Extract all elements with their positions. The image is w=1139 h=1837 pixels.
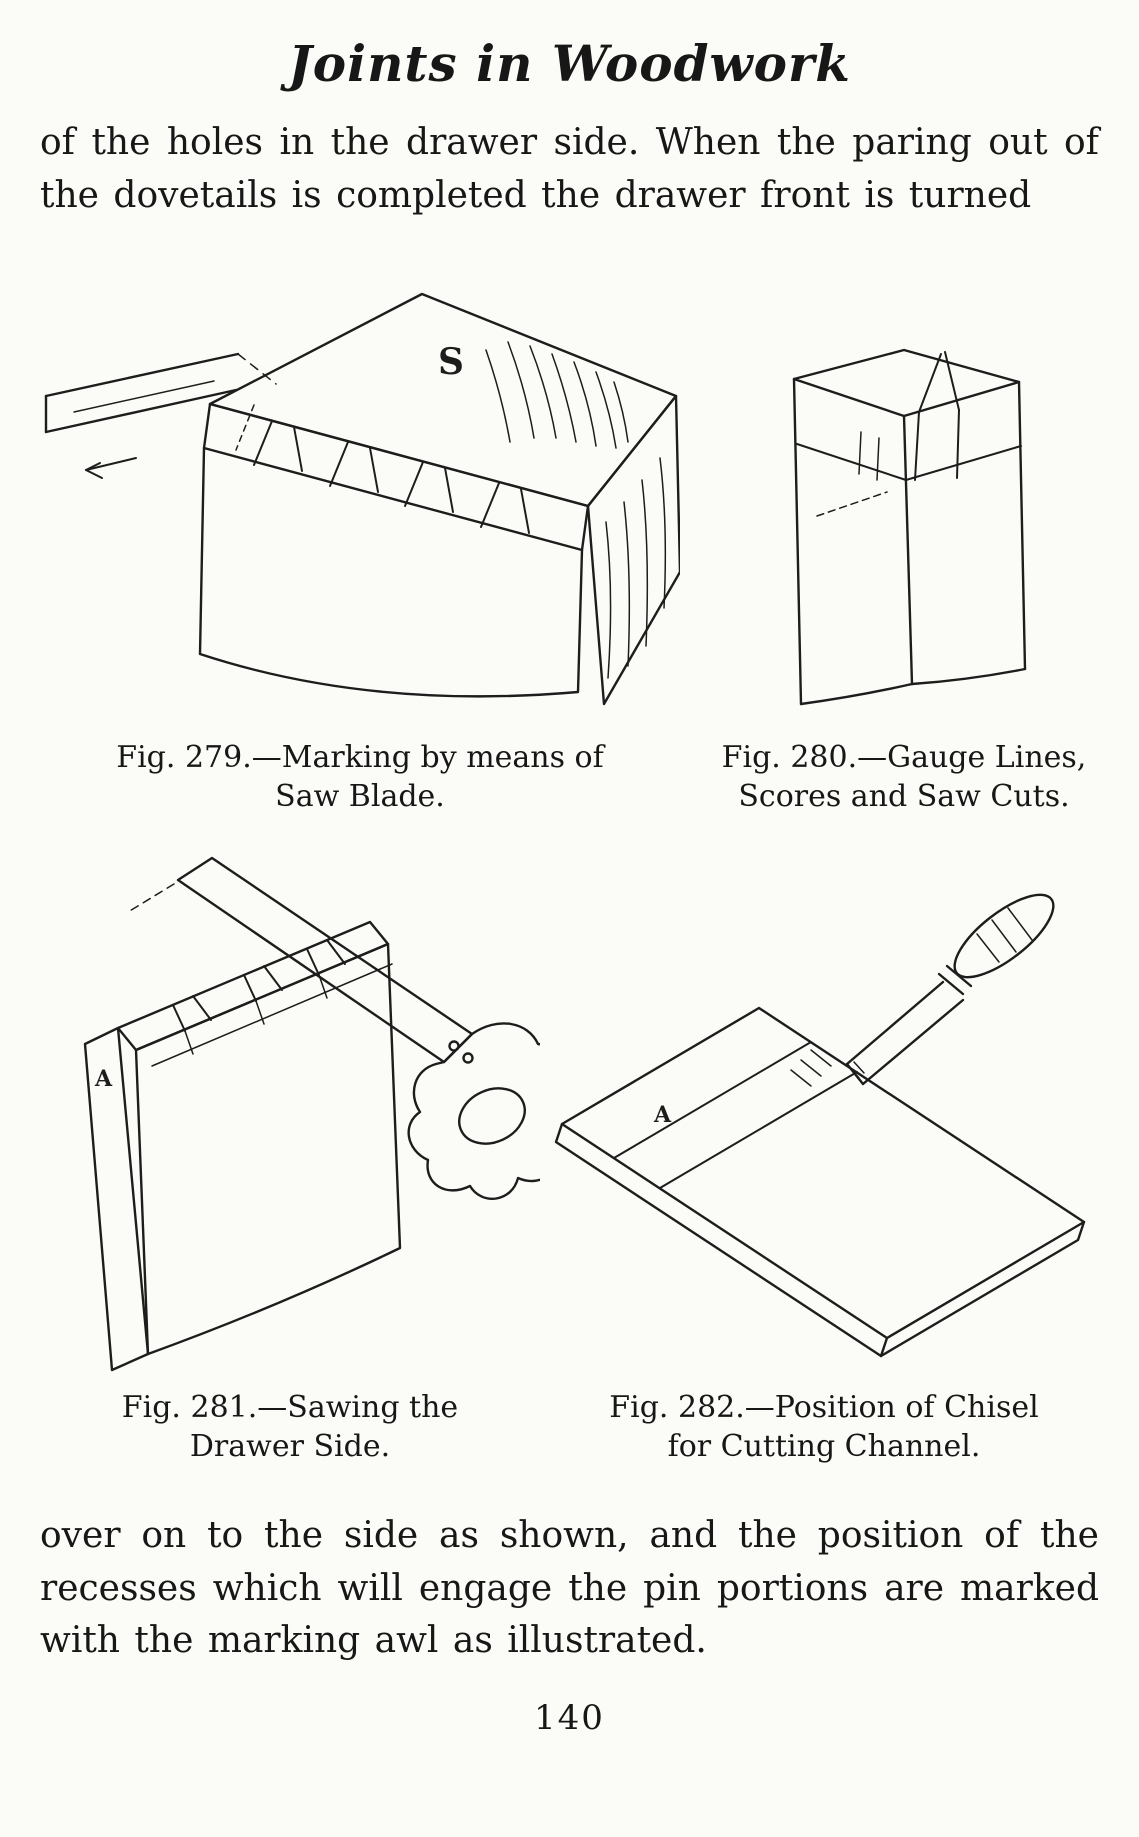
figure-282-caption: Fig. 282.—Position of Chisel for Cutting…	[609, 1388, 1038, 1466]
fig-282-illustration: A	[554, 893, 1086, 1358]
figure-279-caption: Fig. 279.—Marking by means of Saw Blade.	[116, 738, 603, 816]
drawer-front-board-drawing	[198, 292, 680, 706]
caption-line: Drawer Side.	[189, 1429, 391, 1465]
fig-282-letter-a: A	[653, 1102, 672, 1128]
handsaw-drawing	[127, 856, 540, 1201]
fig-281-letter-a: A	[94, 1066, 113, 1092]
figure-281-caption: Fig. 281.—Sawing the Drawer Side.	[122, 1388, 458, 1466]
caption-line: Fig. 280.—Gauge Lines,	[721, 740, 1087, 776]
caption-line: Scores and Saw Cuts.	[738, 779, 1070, 815]
caption-line: Fig. 282.—Position of Chisel	[609, 1390, 1039, 1426]
page-number: 140	[534, 1697, 605, 1738]
caption-line: Fig. 279.—Marking by means of	[116, 740, 604, 776]
closing-paragraph: over on to the side as shown, and the po…	[40, 1515, 1099, 1662]
fig-281-illustration: A	[83, 856, 540, 1372]
gauge-lines-and-saw-cuts	[796, 351, 1022, 517]
fig-279-letter-s: S	[438, 341, 464, 383]
figure-280-caption: Fig. 280.—Gauge Lines, Scores and Saw Cu…	[722, 738, 1087, 816]
figure-279: S Fig. 279.—Marking by means of Saw Blad…	[40, 254, 680, 816]
figure-row-bottom: A Fig. 281.—Sawing the Drawer Side.	[40, 854, 1099, 1466]
saw-blade-drawing	[44, 352, 277, 480]
wood-grain-hatching	[485, 341, 667, 679]
caption-line: Fig. 281.—Sawing the	[121, 1390, 459, 1426]
drawer-side-board-drawing	[83, 920, 402, 1372]
chisel-drawing	[845, 893, 1055, 1086]
caption-line: Saw Blade.	[275, 779, 445, 815]
figure-281: A Fig. 281.—Sawing the Drawer Side.	[40, 854, 540, 1466]
dovetail-saw-marks	[235, 404, 530, 535]
post-board-drawing	[792, 348, 1027, 706]
flat-board-drawing	[554, 1006, 1086, 1358]
channel-marking-lines	[613, 1041, 858, 1190]
caption-line: for Cutting Channel.	[667, 1429, 981, 1465]
fig-279-illustration: S	[44, 292, 680, 706]
page-title: Joints in Woodwork	[288, 34, 851, 93]
figure-row-top: S Fig. 279.—Marking by means of Saw Blad…	[40, 254, 1099, 816]
fig-280-illustration	[792, 348, 1027, 706]
figure-280: Fig. 280.—Gauge Lines, Scores and Saw Cu…	[709, 284, 1099, 816]
figure-282: A Fig. 282.—Position of Chisel for Cutti…	[549, 874, 1099, 1466]
intro-paragraph: of the holes in the drawer side. When th…	[40, 122, 1099, 216]
